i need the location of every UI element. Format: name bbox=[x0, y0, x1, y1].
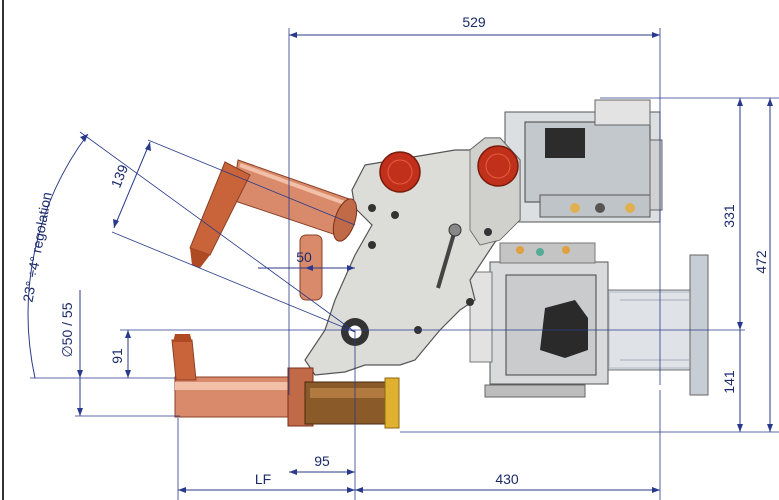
gun-assembly bbox=[171, 99, 709, 429]
dim-bottom-left: LF bbox=[255, 471, 271, 487]
dimension-lines bbox=[27, 28, 779, 500]
dim-top-width: 529 bbox=[462, 14, 486, 30]
dim-lower-height: 141 bbox=[721, 370, 737, 394]
control-valve-block bbox=[504, 99, 663, 223]
dim-electrode-offset: 91 bbox=[109, 348, 125, 364]
dim-total-height: 472 bbox=[753, 250, 769, 274]
transformer-box bbox=[469, 242, 609, 398]
lower-electrode-arm bbox=[171, 334, 400, 429]
dim-angle-regulation: 23° ÷4° regolation bbox=[20, 191, 55, 304]
dim-arm-offset: 50 bbox=[296, 249, 312, 265]
dim-upper-height: 331 bbox=[721, 204, 737, 228]
red-caps bbox=[379, 145, 519, 193]
dim-bottom-right: 430 bbox=[495, 471, 519, 487]
upper-electrode-arm bbox=[189, 159, 358, 301]
dim-electrode-dia: ∅50 / 55 bbox=[59, 302, 75, 357]
dim-bottom-offset: 95 bbox=[314, 453, 330, 469]
pneumatic-cylinder bbox=[599, 254, 709, 396]
